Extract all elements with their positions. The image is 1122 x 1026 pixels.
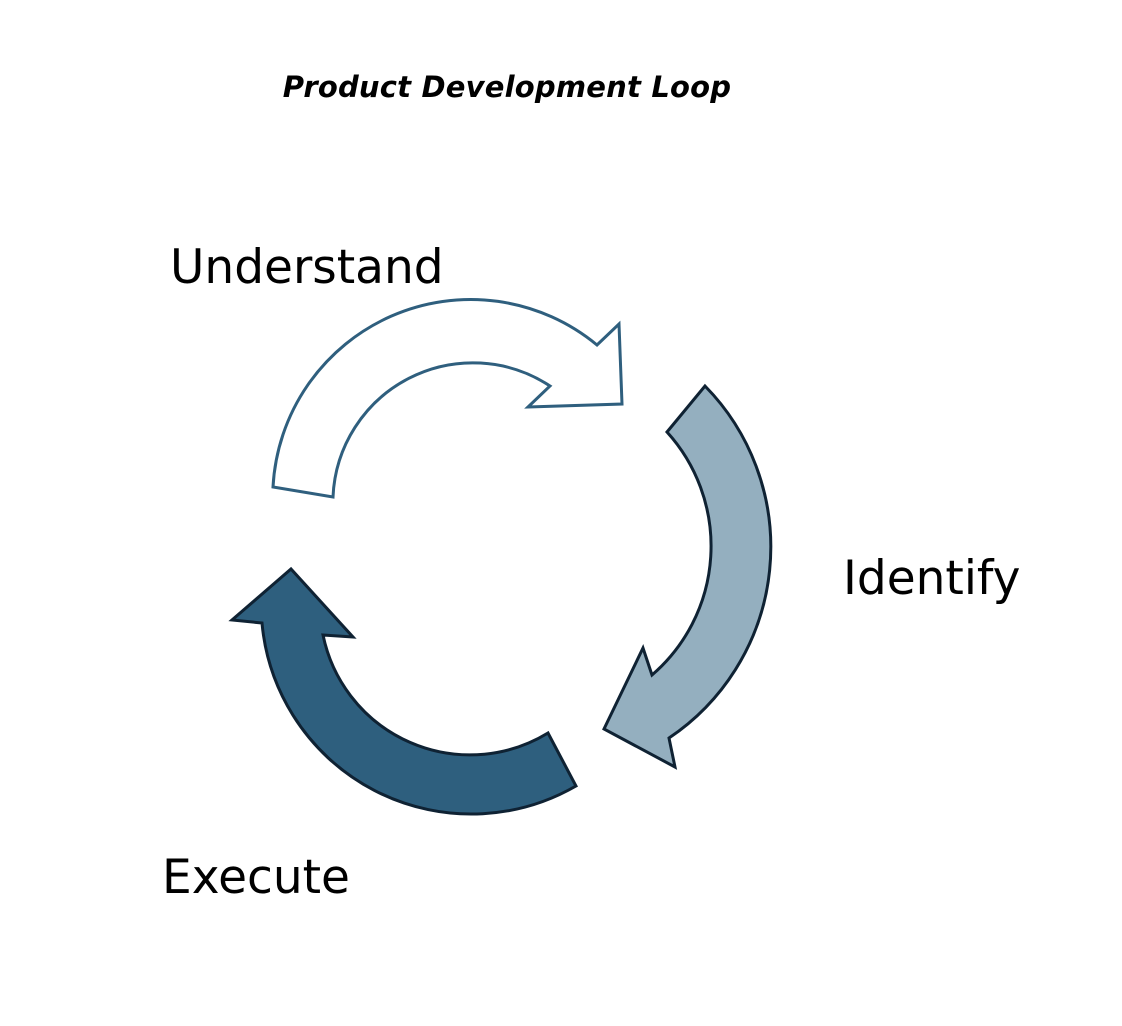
identify-arrow — [602, 383, 773, 770]
understand-arrow — [271, 298, 624, 499]
stage-label-identify: Identify — [843, 551, 1021, 606]
execute-arrow — [228, 566, 579, 816]
stage-label-execute: Execute — [162, 850, 350, 905]
stage-label-understand: Understand — [170, 240, 444, 295]
diagram-title: Product Development Loop — [282, 70, 732, 104]
